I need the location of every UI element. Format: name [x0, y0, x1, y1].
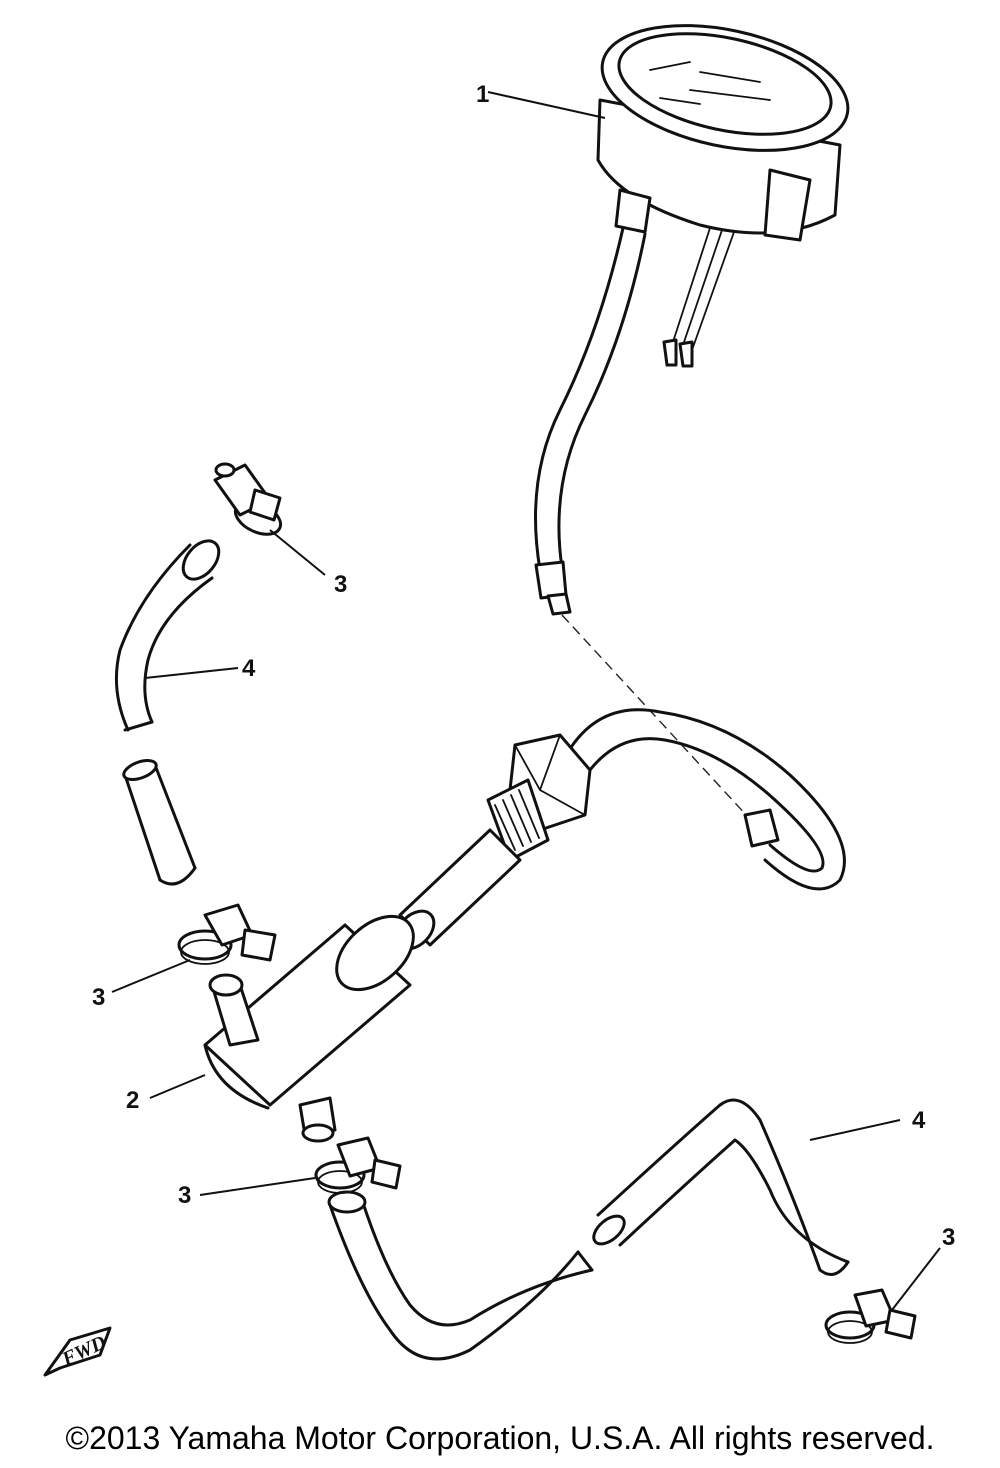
callout-hose-upper: 4	[242, 655, 256, 682]
hose-right-part	[592, 1098, 850, 1276]
clamp-low-part	[314, 1136, 402, 1194]
parts-diagram: FWD 1 3 4 3 2 3 4 3	[43, 24, 955, 1377]
callout-clamp-low: 3	[178, 1182, 191, 1209]
callout-sender: 2	[126, 1087, 139, 1114]
copyright-notice: ©2013 Yamaha Motor Corporation, U.S.A. A…	[65, 1420, 935, 1456]
assembly-line	[561, 614, 761, 831]
clamp-mid-part	[177, 903, 277, 965]
clamp-top-part	[213, 462, 283, 536]
callout-clamp-right: 3	[942, 1224, 955, 1251]
callout-clamp-top: 3	[334, 571, 347, 598]
sensor-unit	[394, 708, 846, 951]
sender-part	[203, 914, 415, 1143]
callout-hose-right: 4	[912, 1107, 926, 1134]
callout-gauge: 1	[476, 81, 489, 108]
leader-lines	[111, 91, 941, 1311]
fwd-arrow-icon: FWD	[43, 1326, 112, 1377]
hose-upper-part	[114, 539, 221, 886]
gauge-part	[534, 24, 850, 616]
callout-clamp-mid: 3	[92, 984, 105, 1011]
hose-lower-part	[327, 1190, 594, 1361]
clamp-right-part	[824, 1288, 917, 1344]
